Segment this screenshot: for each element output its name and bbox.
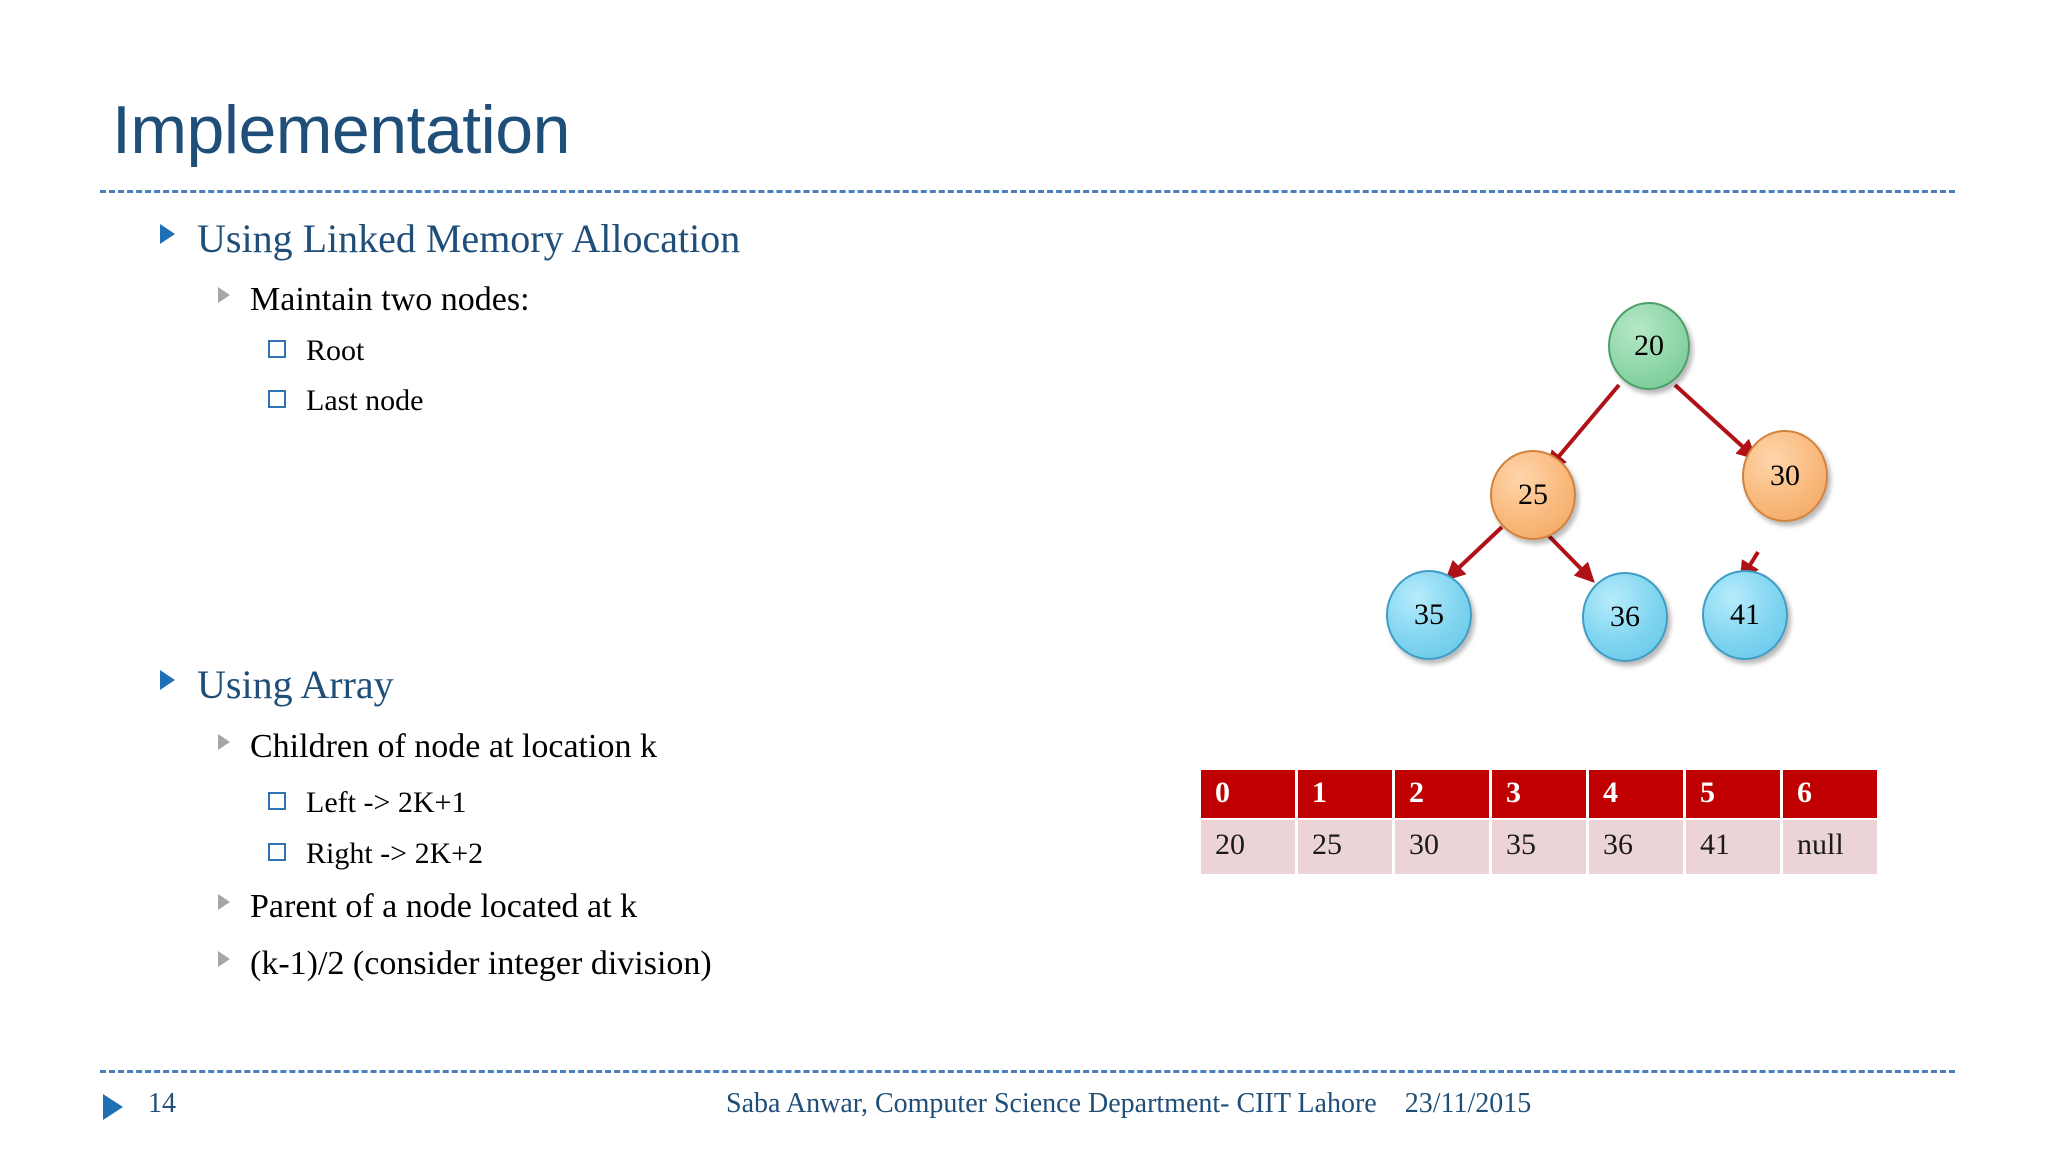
page-title: Implementation [112, 92, 570, 168]
edge-25-36 [1543, 530, 1595, 583]
tree-node-35[interactable]: 35 [1386, 570, 1472, 660]
bullet-linked-memory[interactable]: Using Linked Memory Allocation [160, 215, 740, 262]
bullet-integer-division[interactable]: (k-1)/2 (consider integer division) [218, 945, 712, 983]
table-header-cell: 4 [1589, 770, 1683, 818]
bullet-root[interactable]: Root [268, 334, 364, 368]
triangle-bullet-icon [218, 894, 230, 910]
triangle-bullet-icon [103, 1094, 123, 1120]
bullet-children-of-node[interactable]: Children of node at location k [218, 728, 657, 766]
table-cell: 36 [1589, 820, 1683, 874]
title-divider [100, 190, 1955, 193]
bullet-parent-of-node[interactable]: Parent of a node located at k [218, 888, 637, 926]
tree-node-36[interactable]: 36 [1582, 572, 1668, 662]
square-bullet-icon [268, 792, 286, 810]
bullet-label: Left -> 2K+1 [306, 786, 467, 819]
bullet-label: Using Linked Memory Allocation [197, 216, 741, 261]
table-header-cell: 2 [1395, 770, 1489, 818]
table-row: 20 25 30 35 36 41 null [1201, 820, 1877, 874]
bullet-label: Right -> 2K+2 [306, 837, 484, 870]
bullet-label: Using Array [197, 662, 394, 707]
bullet-right-child[interactable]: Right -> 2K+2 [268, 837, 483, 871]
edge-25-35 [1445, 525, 1504, 581]
table-header-cell: 1 [1298, 770, 1392, 818]
square-bullet-icon [268, 843, 286, 861]
bullet-maintain-two-nodes[interactable]: Maintain two nodes: [218, 281, 530, 319]
binary-tree-diagram: 20 25 30 35 36 41 [1330, 280, 1950, 700]
bullet-label: Children of node at location k [250, 728, 657, 765]
bullet-label: Root [306, 334, 365, 367]
table-header-cell: 3 [1492, 770, 1586, 818]
tree-node-41[interactable]: 41 [1702, 570, 1788, 660]
tree-node-25[interactable]: 25 [1490, 450, 1576, 540]
edge-20-30 [1673, 383, 1757, 460]
footer-credit: Saba Anwar, Computer Science Department-… [726, 1088, 1532, 1119]
triangle-bullet-icon [160, 224, 175, 244]
slide-body: Using Linked Memory Allocation Maintain … [0, 0, 1160, 1000]
table-cell: 20 [1201, 820, 1295, 874]
table-cell: 25 [1298, 820, 1392, 874]
bullet-using-array[interactable]: Using Array [160, 661, 394, 708]
triangle-bullet-icon [160, 670, 175, 690]
table-cell: 30 [1395, 820, 1489, 874]
bullet-label: Parent of a node located at k [250, 888, 638, 925]
bullet-label: Maintain two nodes: [250, 281, 530, 318]
bullet-label: Last node [306, 384, 424, 417]
table-header-row: 0 1 2 3 4 5 6 [1201, 770, 1877, 818]
table-cell: 41 [1686, 820, 1780, 874]
square-bullet-icon [268, 340, 286, 358]
tree-edges [1445, 383, 1760, 583]
table-cell: 35 [1492, 820, 1586, 874]
triangle-bullet-icon [218, 734, 230, 750]
triangle-bullet-icon [218, 287, 230, 303]
bullet-label: (k-1)/2 (consider integer division) [250, 945, 712, 982]
array-representation-table: 0 1 2 3 4 5 6 20 25 30 35 36 41 null [1198, 768, 1880, 876]
table-header-cell: 6 [1783, 770, 1877, 818]
tree-node-20[interactable]: 20 [1608, 302, 1690, 390]
bullet-last-node[interactable]: Last node [268, 384, 423, 418]
footer-divider [100, 1070, 1955, 1073]
triangle-bullet-icon [218, 951, 230, 967]
table-cell: null [1783, 820, 1877, 874]
bullet-left-child[interactable]: Left -> 2K+1 [268, 786, 466, 820]
slide-number: 14 [148, 1088, 176, 1119]
tree-node-30[interactable]: 30 [1742, 430, 1828, 522]
square-bullet-icon [268, 390, 286, 408]
edge-20-25 [1546, 383, 1621, 472]
table-header-cell: 0 [1201, 770, 1295, 818]
table-header-cell: 5 [1686, 770, 1780, 818]
